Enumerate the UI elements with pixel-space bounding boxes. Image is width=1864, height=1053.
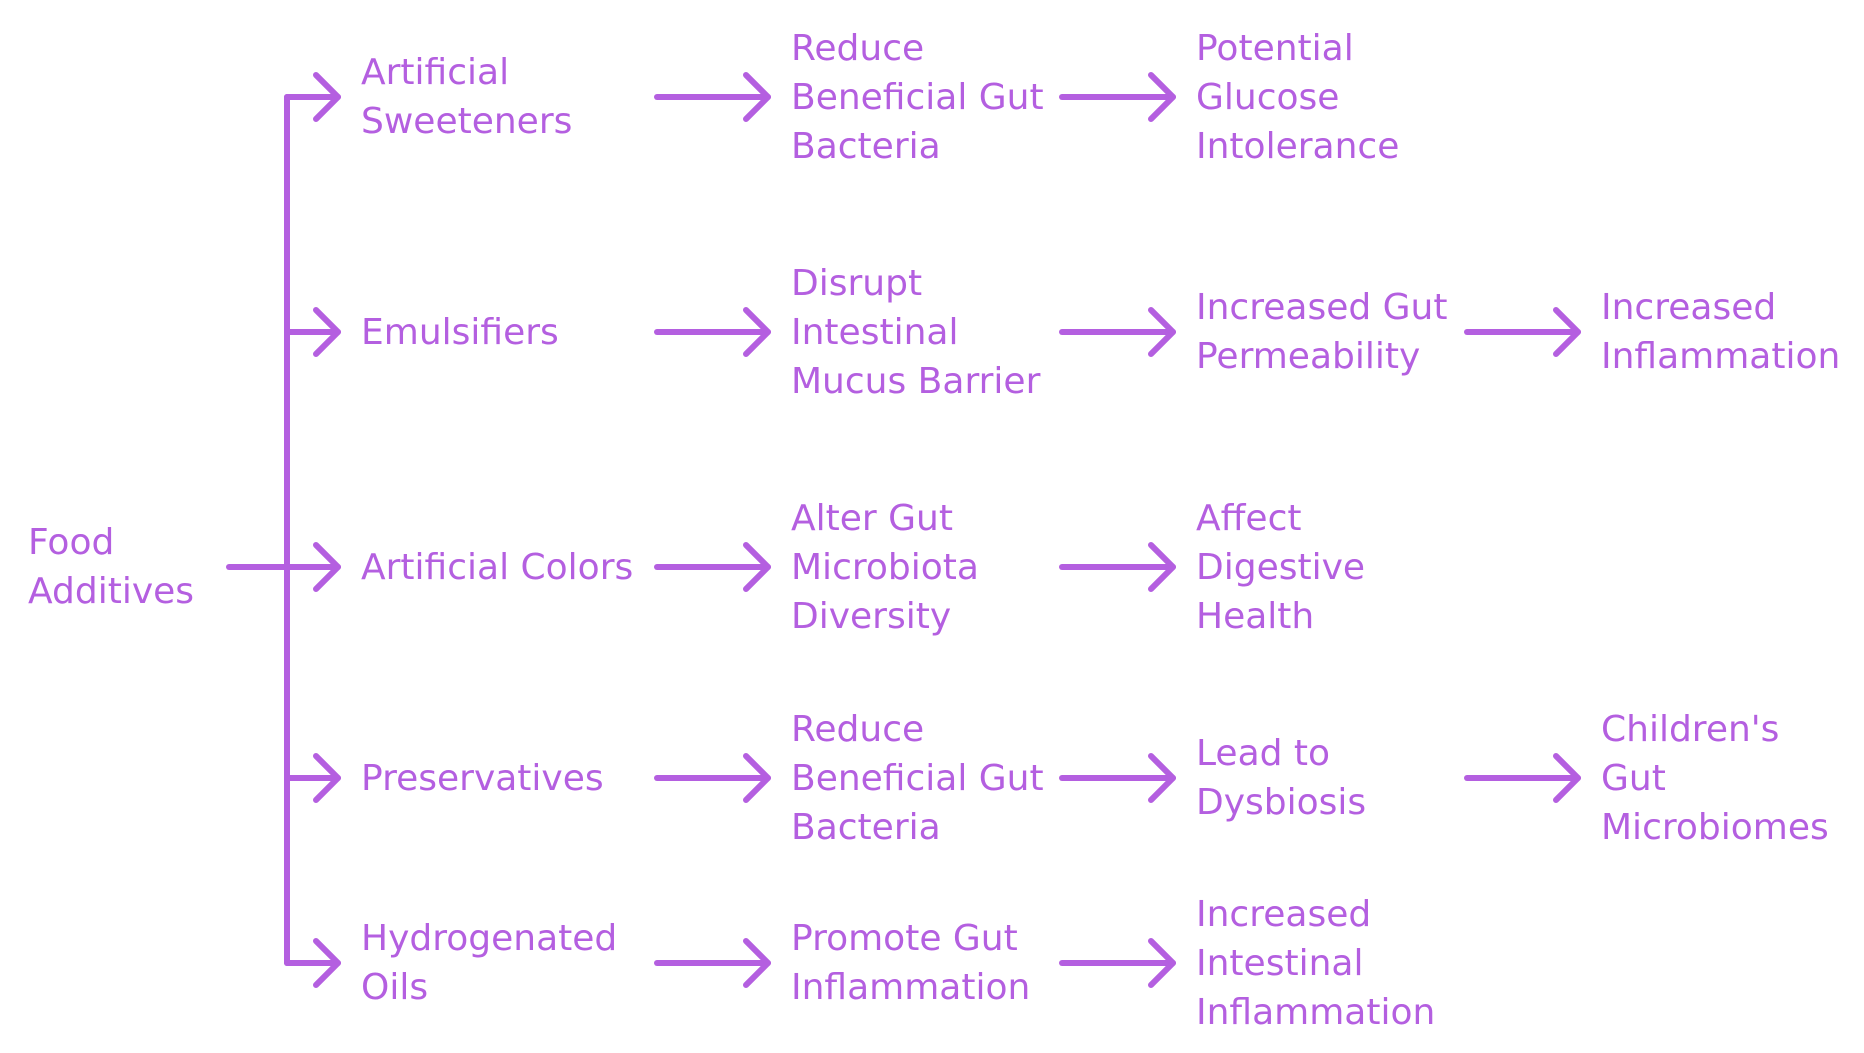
node-b5-1-line: Promote Gut xyxy=(791,918,1018,959)
flow-arrow-b3-1-head xyxy=(743,542,771,592)
flow-arrow-b1-1-head xyxy=(743,72,771,122)
root-node-line: Additives xyxy=(28,571,195,612)
node-b1-0-line: Sweeteners xyxy=(361,101,573,142)
node-b2-1-line: Intestinal xyxy=(791,311,959,353)
node-b4-3-line: Microbiomes xyxy=(1601,806,1829,848)
node-b2-2-line: Permeability xyxy=(1196,336,1421,377)
branch-arrow-b4-head xyxy=(313,753,341,803)
flow-arrow-b4-1-head xyxy=(743,753,771,803)
node-b5-0-line: Oils xyxy=(361,967,429,1008)
branch-arrow-b2-head xyxy=(313,307,341,357)
node-b1-1-line: Beneficial Gut xyxy=(791,76,1044,118)
node-b4-1-line: Reduce xyxy=(791,708,925,750)
node-b5-2-line: Increased xyxy=(1196,893,1372,935)
node-b2-0: Emulsifiers xyxy=(361,308,559,357)
node-b2-3-line: Increased xyxy=(1601,287,1777,328)
node-b4-1-line: Beneficial Gut xyxy=(791,757,1044,799)
node-b3-0-line: Artificial Colors xyxy=(361,546,634,588)
root-node-line: Food xyxy=(28,522,115,563)
node-b1-2-line: Potential xyxy=(1196,27,1354,69)
node-b1-1-line: Reduce xyxy=(791,27,925,69)
flow-arrow-b5-2-head xyxy=(1148,938,1176,988)
node-b4-3-line: Gut xyxy=(1601,757,1666,799)
flow-arrow-b2-3-head xyxy=(1553,307,1581,357)
branch-arrow-b3-head xyxy=(313,542,341,592)
node-b1-1-line: Bacteria xyxy=(791,125,941,167)
node-b3-0: Artificial Colors xyxy=(361,543,633,592)
node-b2-1-line: Mucus Barrier xyxy=(791,360,1041,402)
flow-arrow-b3-2-head xyxy=(1148,542,1176,592)
node-b5-2-line: Intestinal xyxy=(1196,942,1364,984)
node-b3-1-line: Microbiota xyxy=(791,546,979,588)
node-b4-0-line: Preservatives xyxy=(361,757,604,799)
flow-arrow-b4-2-head xyxy=(1148,753,1176,803)
node-b4-0: Preservatives xyxy=(361,754,604,803)
node-b4-2-line: Lead to xyxy=(1196,733,1331,774)
node-b2-0-line: Emulsifiers xyxy=(361,311,559,353)
flow-arrow-b2-1-head xyxy=(743,307,771,357)
node-b5-2-line: Inflammation xyxy=(1196,991,1436,1033)
node-b4-3-line: Children's xyxy=(1601,708,1780,750)
branch-arrow-b1-head xyxy=(313,72,341,122)
node-b4-2-line: Dysbiosis xyxy=(1196,782,1367,823)
node-b2-1-line: Disrupt xyxy=(791,262,923,304)
node-b3-2-line: Digestive xyxy=(1196,546,1366,588)
node-b1-2-line: Glucose xyxy=(1196,76,1340,118)
node-b4-2: Lead to Dysbiosis xyxy=(1196,729,1366,827)
flow-arrow-b5-1-head xyxy=(743,938,771,988)
node-b1-2-line: Intolerance xyxy=(1196,125,1400,167)
node-b4-1-line: Bacteria xyxy=(791,806,941,848)
node-b3-2-line: Affect xyxy=(1196,497,1302,539)
node-b1-0-line: Artificial xyxy=(361,52,510,93)
flow-arrow-b4-3-head xyxy=(1553,753,1581,803)
node-b2-3-line: Inflammation xyxy=(1601,336,1841,377)
node-b3-1-line: Diversity xyxy=(791,595,952,637)
branch-arrow-b5-head xyxy=(313,938,341,988)
node-b5-0-line: Hydrogenated xyxy=(361,918,618,959)
flow-arrow-b2-2-head xyxy=(1148,307,1176,357)
node-b2-2-line: Increased Gut xyxy=(1196,287,1448,328)
node-b5-1-line: Inflammation xyxy=(791,967,1031,1008)
node-b3-1-line: Alter Gut xyxy=(791,497,953,539)
flow-arrow-b1-2-head xyxy=(1148,72,1176,122)
node-b3-2-line: Health xyxy=(1196,595,1315,637)
